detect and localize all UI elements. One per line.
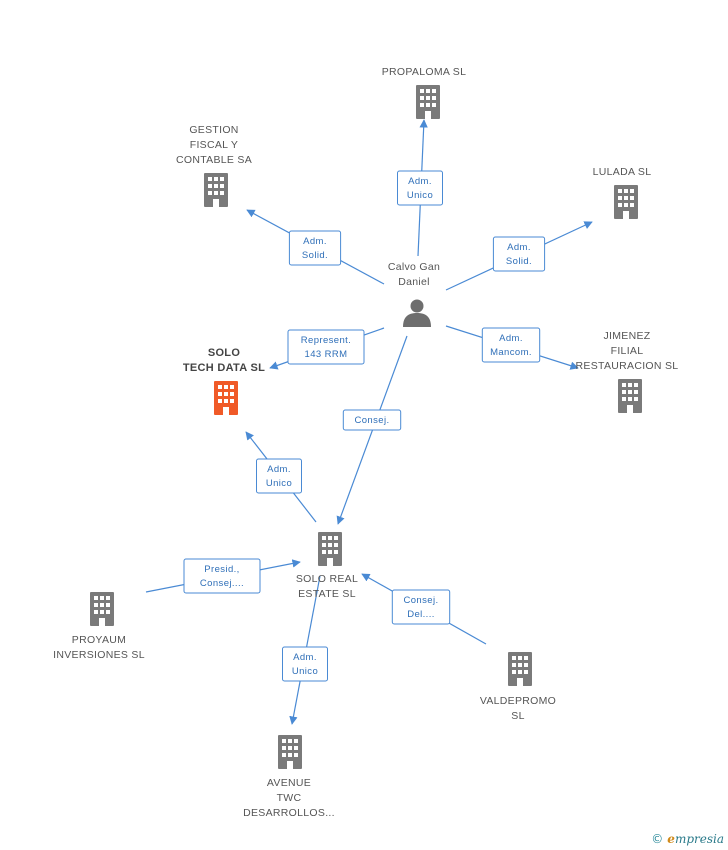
edge-label-text: Consej.: [354, 415, 389, 426]
edge-label-text: Adm.: [303, 236, 327, 247]
node-label: RESTAURACION SL: [576, 360, 679, 372]
node-label: TWC: [277, 792, 302, 804]
edge-solotech: Represent. 143 RRM: [269, 327, 385, 370]
edges-layer: Adm.UnicoAdm.Solid.Adm.Solid.Represent.1…: [145, 119, 593, 725]
building-icon: [278, 735, 302, 769]
edge-soloreal: Consej.: [336, 335, 408, 525]
edge-propaloma: Adm. Unico: [397, 119, 443, 257]
building-icon: [508, 652, 532, 686]
edge-jimenez: Adm. Mancom.: [445, 325, 579, 370]
brand-footer: ©empresia: [651, 832, 724, 846]
building-icon: [416, 85, 440, 119]
edge-label-box[interactable]: [342, 409, 402, 431]
node-valdepromo[interactable]: VALDEPROMO SL: [480, 652, 556, 722]
building-icon: [214, 381, 238, 415]
node-proyaum[interactable]: PROYAUM INVERSIONES SL: [53, 592, 145, 661]
node-gestion[interactable]: GESTION FISCAL Y CONTABLE SA: [176, 124, 252, 207]
node-label: SOLO REAL: [296, 573, 358, 585]
node-solotech[interactable]: SOLO TECH DATA SL: [183, 347, 265, 415]
edge-label-text: Adm.: [499, 333, 523, 344]
node-label: PROPALOMA SL: [382, 66, 467, 78]
edge-label-box[interactable]: [481, 327, 541, 363]
node-label: SL: [511, 710, 524, 722]
edge-label-text: Mancom.: [490, 347, 532, 358]
building-icon: [318, 532, 342, 566]
edge-label-box[interactable]: [183, 558, 261, 594]
node-label: FILIAL: [611, 345, 644, 357]
node-label: FISCAL Y: [190, 139, 239, 151]
building-icon: [90, 592, 114, 626]
edge-label-text: Del....: [407, 609, 435, 620]
node-label: TECH DATA SL: [183, 362, 265, 374]
node-jimenez[interactable]: JIMENEZ FILIAL RESTAURACION SL: [576, 330, 679, 413]
edge-label-text: Unico: [266, 478, 292, 489]
node-label: ESTATE SL: [298, 588, 356, 600]
building-icon: [618, 379, 642, 413]
edge-label-box[interactable]: [492, 236, 546, 272]
edge-proyaum: Presid., Consej....: [145, 558, 301, 594]
edge-valdepromo: Consej. Del....: [361, 573, 487, 645]
edge-label-text: Adm.: [267, 464, 291, 475]
node-label: LULADA SL: [593, 166, 652, 178]
edge-label-text: 143 RRM: [305, 349, 348, 360]
edge-label-text: Adm.: [293, 652, 317, 663]
brand-logo-initial: e: [667, 832, 675, 846]
edge-label-box[interactable]: [256, 458, 302, 494]
edge-lulada: Adm. Solid.: [445, 221, 593, 291]
node-label: Daniel: [398, 276, 430, 288]
edge-label-text: Unico: [407, 190, 433, 201]
building-icon: [204, 173, 228, 207]
edge-label-text: Adm.: [408, 176, 432, 187]
edge-soloreal-solotech: Adm. Unico: [245, 431, 317, 523]
node-label: VALDEPROMO: [480, 695, 556, 707]
node-label: JIMENEZ: [603, 330, 650, 342]
node-label: DESARROLLOS...: [243, 807, 335, 819]
edge-label-box[interactable]: [282, 646, 328, 682]
node-lulada[interactable]: LULADA SL: [593, 166, 652, 219]
node-label: AVENUE: [267, 777, 311, 789]
edge-label-text: Presid.,: [204, 564, 239, 575]
node-soloreal[interactable]: SOLO REAL ESTATE SL: [296, 532, 358, 600]
copyright-icon: ©: [651, 832, 664, 846]
node-label: Calvo Gan: [388, 261, 440, 273]
edge-label-text: Represent.: [301, 335, 351, 346]
edge-label-text: Unico: [292, 666, 318, 677]
edge-label-text: Consej.: [403, 595, 438, 606]
edge-label-text: Solid.: [302, 250, 328, 261]
edge-label-text: Solid.: [506, 256, 532, 267]
edge-label-box[interactable]: [391, 589, 451, 625]
edge-label-text: Adm.: [507, 242, 531, 253]
node-propaloma[interactable]: PROPALOMA SL: [382, 66, 467, 119]
nodes-layer: PROPALOMA SL GESTION FISCAL Y CONTABLE SA LU…: [53, 66, 678, 819]
person-icon: [403, 299, 431, 327]
node-label: SOLO: [208, 347, 241, 359]
edge-avenue: Adm. Unico: [282, 575, 328, 725]
node-label: GESTION: [189, 124, 238, 136]
edge-label-box[interactable]: [397, 170, 443, 206]
edge-label-text: Consej....: [200, 578, 244, 589]
brand-name: mpresia: [674, 832, 724, 846]
node-label: CONTABLE SA: [176, 154, 252, 166]
edge-gestion: Adm. Solid.: [246, 209, 385, 285]
node-label: PROYAUM: [72, 634, 126, 646]
node-avenue[interactable]: AVENUE TWC DESARROLLOS...: [243, 735, 335, 819]
edge-label-box[interactable]: [288, 230, 342, 266]
building-icon: [614, 185, 638, 219]
edge-label-box[interactable]: [287, 329, 365, 365]
node-label: INVERSIONES SL: [53, 649, 145, 661]
